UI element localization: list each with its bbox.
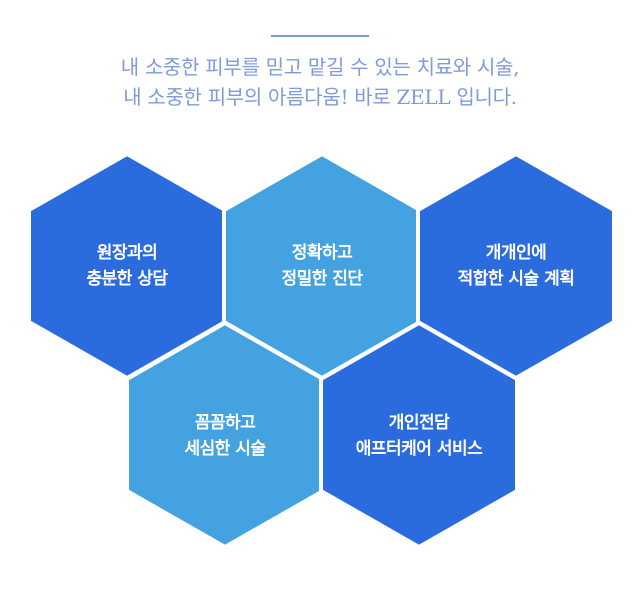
hexagon-label-line: 세심한 시술 xyxy=(184,439,266,459)
intro-line-2: 내 소중한 피부의 아름다움! 바로 ZELL 입니다. xyxy=(123,85,517,109)
hexagon-label-line: 개개인에 xyxy=(485,243,547,263)
hexagon-label-line: 꼼꼼하고 xyxy=(194,413,256,433)
top-divider-line xyxy=(271,35,369,37)
hexagon-label-line: 애프터케어 서비스 xyxy=(355,439,483,459)
hexagon-aftercare xyxy=(319,321,519,549)
hexagon-aftercare-label: 개인전담 애프터케어 서비스 xyxy=(339,410,499,462)
hexagon-consultation-label: 원장과의 충분한 상담 xyxy=(47,240,207,292)
intro-line-1: 내 소중한 피부를 믿고 맡길 수 있는 치료와 시술, xyxy=(120,55,520,79)
hexagon-label-line: 원장과의 xyxy=(96,243,158,263)
hexagon-treatment-plan-label: 개개인에 적합한 시술 계획 xyxy=(436,240,596,292)
intro-text: 내 소중한 피부를 믿고 맡길 수 있는 치료와 시술, 내 소중한 피부의 아… xyxy=(0,52,640,112)
hexagon-label-line: 개인전담 xyxy=(388,413,450,433)
hexagon-careful-procedure-label: 꼼꼼하고 세심한 시술 xyxy=(145,410,305,462)
hexagon-diagnosis-label: 정확하고 정밀한 진단 xyxy=(242,240,402,292)
hexagon-label-line: 정확하고 xyxy=(291,243,353,263)
hexagon-label-line: 적합한 시술 계획 xyxy=(457,269,575,289)
hexagon-label-line: 정밀한 진단 xyxy=(281,269,363,289)
hexagon-label-line: 충분한 상담 xyxy=(86,269,168,289)
